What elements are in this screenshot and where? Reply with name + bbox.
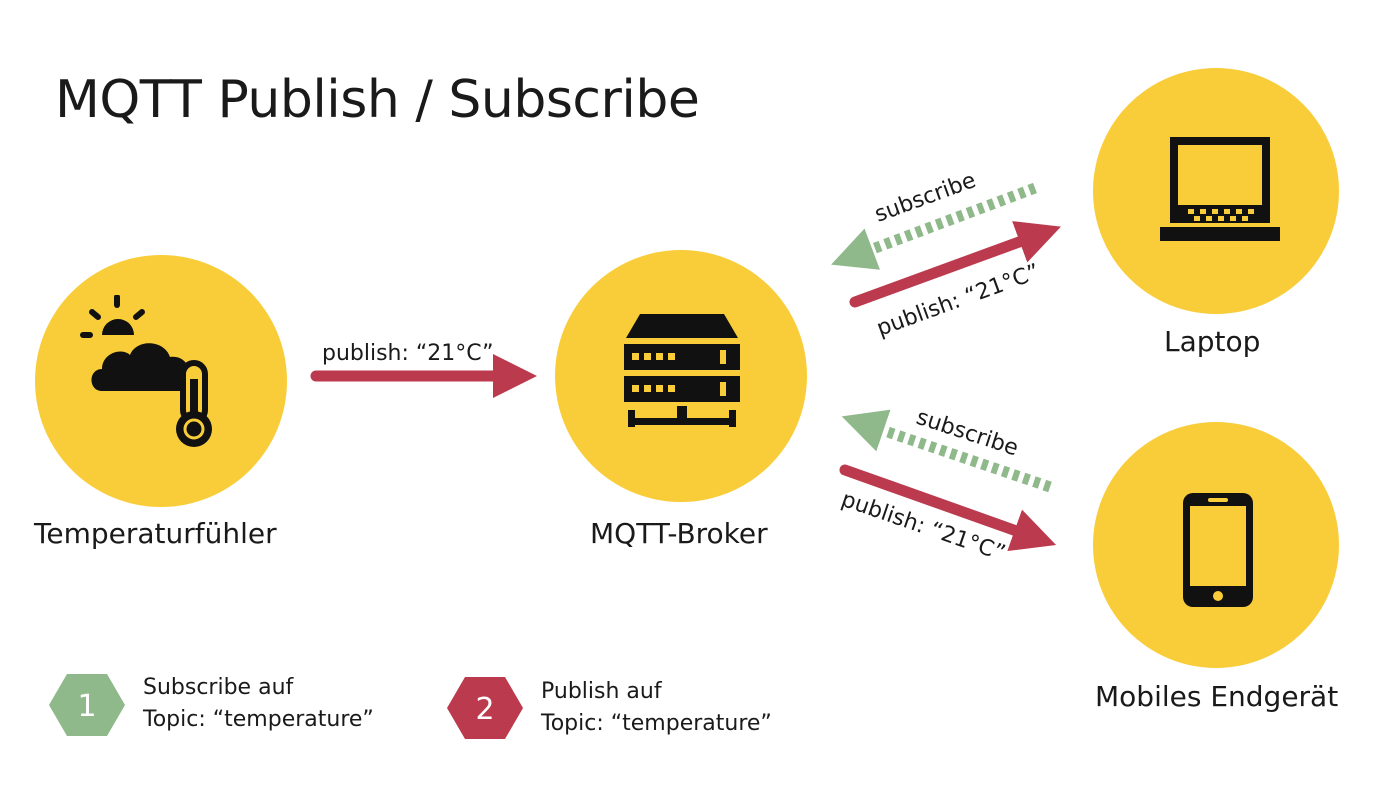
laptop-label: Laptop <box>1164 325 1261 358</box>
subscribe-arrow-mobile-broker <box>841 409 1052 493</box>
legend-publish-line2: Topic: “temperature” <box>541 711 772 736</box>
legend-subscribe-text: Subscribe auf Topic: “temperature” <box>143 672 374 736</box>
publish-arrow-broker-laptop <box>849 221 1061 308</box>
smartphone-icon <box>1183 493 1253 607</box>
legend-publish-line1: Publish auf <box>541 679 662 704</box>
legend-subscribe-number: 1 <box>77 689 96 724</box>
page-title: MQTT Publish / Subscribe <box>55 70 700 130</box>
legend-publish-number: 2 <box>475 692 494 727</box>
publish-arrow-broker-mobile <box>839 464 1057 552</box>
subscribe-arrow-laptop-broker <box>831 182 1037 270</box>
broker-label: MQTT-Broker <box>590 517 768 550</box>
subscribe-label-mobile: subscribe <box>913 405 1021 461</box>
legend-subscribe-line1: Subscribe auf <box>143 675 294 700</box>
legend-publish-text: Publish auf Topic: “temperature” <box>541 676 772 740</box>
sensor-label: Temperaturfühler <box>34 517 277 550</box>
weather-thermometer-icon <box>80 295 212 447</box>
publish-label-sensor: publish: “21°C” <box>322 341 493 366</box>
server-icon <box>624 314 740 427</box>
publish-label-laptop: publish: “21°C” <box>874 260 1044 342</box>
mobile-label: Mobiles Endgerät <box>1095 680 1339 713</box>
legend-publish-badge: 2 <box>447 677 523 739</box>
legend-subscribe-line2: Topic: “temperature” <box>143 707 374 732</box>
laptop-icon <box>1160 137 1280 241</box>
legend-subscribe-badge: 1 <box>49 674 125 736</box>
